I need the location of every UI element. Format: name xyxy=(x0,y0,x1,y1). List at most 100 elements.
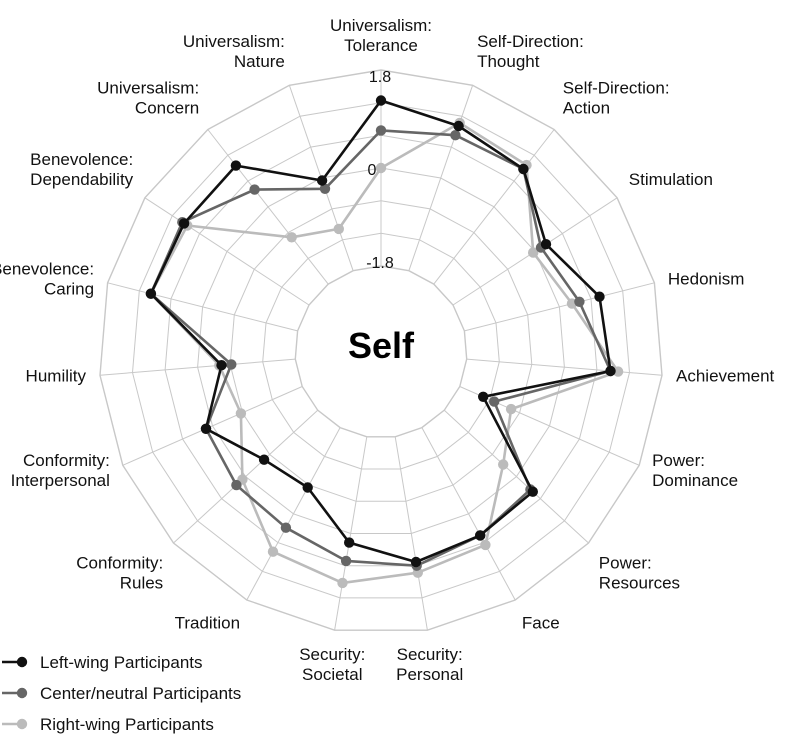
category-label: Achievement xyxy=(676,366,775,385)
category-label: Hedonism xyxy=(668,269,745,288)
data-point xyxy=(410,556,422,568)
category-label-line: Stimulation xyxy=(629,170,713,189)
data-point xyxy=(612,366,624,377)
data-point xyxy=(498,459,509,470)
data-point xyxy=(258,454,270,465)
category-label: Self-Direction:Thought xyxy=(477,32,584,71)
category-label-line: Resources xyxy=(599,574,680,593)
data-point xyxy=(518,163,529,175)
grid-spoke xyxy=(443,409,589,544)
tick-label-max: 1.8 xyxy=(369,69,391,86)
category-label-line: Personal xyxy=(396,665,463,684)
category-label-line: Self-Direction: xyxy=(563,78,670,97)
grid-spoke xyxy=(433,129,555,285)
category-label: Conformity:Interpersonal xyxy=(11,451,110,490)
data-point xyxy=(528,247,539,258)
data-point xyxy=(505,403,517,415)
legend-label: Center/neutral Participants xyxy=(40,684,241,703)
data-point xyxy=(450,130,461,141)
series-group xyxy=(145,95,616,568)
grid-spoke xyxy=(408,85,474,271)
data-point xyxy=(453,120,464,132)
data-point xyxy=(480,539,491,551)
category-label: Benevolence:Dependability xyxy=(30,150,134,189)
category-label-line: Tradition xyxy=(175,613,241,632)
legend-item: Right-wing Participants xyxy=(2,715,214,734)
data-point xyxy=(340,555,352,567)
data-point xyxy=(333,223,344,235)
data-point xyxy=(178,218,190,229)
series-line xyxy=(149,99,612,564)
tick-label-min: -1.8 xyxy=(366,255,394,272)
data-point xyxy=(230,160,242,171)
data-point xyxy=(280,522,292,533)
grid-spoke xyxy=(464,282,655,332)
grid-spoke xyxy=(144,197,310,306)
grid-spoke xyxy=(107,282,298,332)
category-label: Benevolence:Caring xyxy=(0,259,94,298)
category-label: Universalism:Nature xyxy=(183,32,285,71)
category-label: Power:Dominance xyxy=(652,451,738,490)
category-label-line: Benevolence: xyxy=(30,150,133,169)
legend-item: Center/neutral Participants xyxy=(2,684,241,703)
legend-label: Left-wing Participants xyxy=(40,653,203,672)
category-label-line: Action xyxy=(563,98,610,117)
data-point xyxy=(267,546,279,557)
grid-spoke xyxy=(99,358,296,376)
category-label-line: Benevolence: xyxy=(0,259,94,278)
category-label: Conformity:Rules xyxy=(76,554,163,593)
grid-ring xyxy=(262,232,500,470)
data-point xyxy=(235,408,247,419)
category-label-line: Universalism: xyxy=(330,16,432,35)
data-point xyxy=(375,95,387,106)
category-label: Power:Resources xyxy=(599,554,680,593)
category-label-line: Rules xyxy=(120,574,163,593)
category-label-line: Dominance xyxy=(652,471,738,490)
data-point xyxy=(344,537,355,548)
grid-ring xyxy=(294,265,468,438)
data-point xyxy=(200,423,212,434)
data-point xyxy=(216,360,227,371)
tick-label-zero: 0 xyxy=(368,162,377,179)
data-point xyxy=(475,530,486,541)
data-point xyxy=(337,577,348,589)
data-point xyxy=(375,125,387,136)
category-label: Stimulation xyxy=(629,170,713,189)
category-label-line: Power: xyxy=(599,554,652,573)
category-label: Tradition xyxy=(175,613,241,632)
grid-spoke xyxy=(394,436,428,631)
data-point xyxy=(489,396,500,407)
category-label-line: Concern xyxy=(135,98,199,117)
category-label-line: Societal xyxy=(302,665,362,684)
category-label: Security:Societal xyxy=(299,645,365,684)
category-label: Humility xyxy=(26,366,87,385)
data-point xyxy=(375,162,387,174)
category-label: Face xyxy=(522,613,560,632)
legend-item: Left-wing Participants xyxy=(2,653,203,672)
category-label: Security:Personal xyxy=(396,645,463,684)
data-point xyxy=(286,232,297,243)
category-label-line: Hedonism xyxy=(668,269,745,288)
center-title: Self xyxy=(348,325,415,366)
grid-ring xyxy=(229,200,533,502)
data-point xyxy=(316,175,328,186)
category-label-line: Nature xyxy=(234,52,285,71)
category-label: Universalism:Tolerance xyxy=(330,16,432,55)
category-label-line: Conformity: xyxy=(23,451,110,470)
data-point xyxy=(231,479,242,491)
category-label-line: Thought xyxy=(477,52,540,71)
category-label-line: Caring xyxy=(44,279,94,298)
grid-ring xyxy=(99,69,663,631)
series-line xyxy=(149,129,612,568)
grid-spoke xyxy=(122,386,303,466)
data-point xyxy=(319,183,331,194)
category-label-line: Conformity: xyxy=(76,554,163,573)
legend-label: Right-wing Participants xyxy=(40,715,214,734)
data-point xyxy=(226,359,237,370)
category-label-line: Universalism: xyxy=(183,32,285,51)
grid-ring xyxy=(164,134,598,567)
data-point xyxy=(478,391,489,402)
